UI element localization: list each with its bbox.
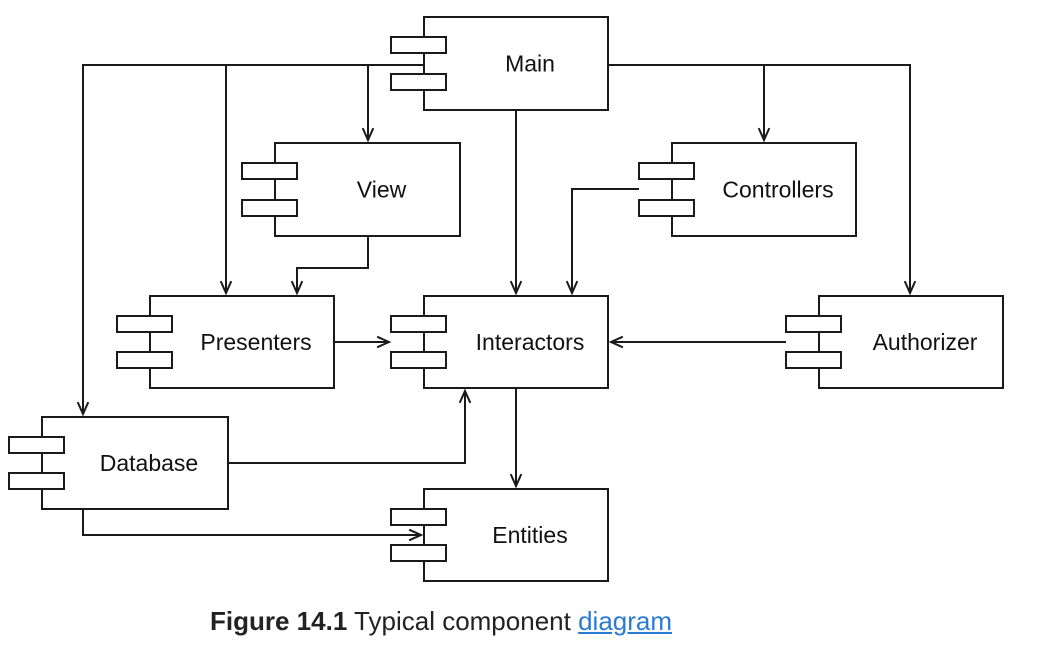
component-tab-icon bbox=[638, 199, 695, 217]
component-label: Database bbox=[100, 450, 198, 476]
figure-caption: Figure 14.1 Typical component diagram bbox=[210, 606, 672, 637]
arrow-main-to-controllers bbox=[608, 64, 771, 143]
component-view: View bbox=[241, 142, 461, 237]
component-tab-icon bbox=[390, 544, 447, 562]
arrowhead-icon bbox=[408, 528, 424, 542]
component-tab-icon bbox=[390, 351, 447, 369]
arrowhead-icon bbox=[757, 127, 771, 143]
arrow-authorizer-to-interactors bbox=[608, 335, 786, 349]
component-box bbox=[423, 488, 609, 582]
component-tab-icon bbox=[241, 162, 298, 180]
arrowhead-icon bbox=[376, 335, 392, 349]
arrow-database-to-interactors bbox=[228, 388, 472, 464]
component-box bbox=[423, 295, 609, 389]
component-box bbox=[423, 16, 609, 111]
arrowhead-icon bbox=[608, 335, 624, 349]
component-authorizer: Authorizer bbox=[785, 295, 1004, 389]
component-tab-icon bbox=[638, 162, 695, 180]
component-box bbox=[274, 142, 461, 237]
caption-text: Typical component bbox=[354, 606, 571, 636]
component-box bbox=[149, 295, 335, 389]
component-box bbox=[818, 295, 1004, 389]
component-tab-icon bbox=[241, 199, 298, 217]
component-label: Authorizer bbox=[873, 329, 978, 355]
component-tab-icon bbox=[390, 508, 447, 526]
component-tab-icon bbox=[8, 472, 65, 490]
arrow-main-to-interactors bbox=[509, 110, 523, 296]
component-tab-icon bbox=[8, 436, 65, 454]
component-label: Controllers bbox=[722, 177, 833, 203]
component-label: Main bbox=[505, 51, 555, 77]
component-database: Database bbox=[8, 416, 229, 510]
arrowhead-icon bbox=[903, 280, 917, 296]
component-label: View bbox=[357, 177, 407, 203]
arrowhead-icon bbox=[509, 280, 523, 296]
arrowhead-icon bbox=[509, 473, 523, 489]
component-entities: Entities bbox=[390, 488, 609, 582]
component-label: Presenters bbox=[200, 329, 311, 355]
figure-number: Figure 14.1 bbox=[210, 606, 348, 636]
arrow-main-to-authorizer bbox=[764, 64, 917, 296]
component-tab-icon bbox=[390, 73, 447, 91]
component-tab-icon bbox=[390, 36, 447, 54]
arrow-database-to-entities bbox=[82, 509, 424, 542]
arrow-main-to-database bbox=[76, 64, 226, 417]
component-main: Main bbox=[390, 16, 609, 111]
component-controllers: Controllers bbox=[638, 142, 857, 237]
arrowhead-icon bbox=[290, 280, 304, 296]
arrowhead-icon bbox=[565, 280, 579, 296]
component-box bbox=[41, 416, 229, 510]
arrow-presenters-to-interactors bbox=[334, 335, 392, 349]
component-presenters: Presenters bbox=[116, 295, 335, 389]
component-tab-icon bbox=[116, 315, 173, 333]
component-tab-icon bbox=[390, 315, 447, 333]
component-tab-icon bbox=[785, 315, 842, 333]
component-tab-icon bbox=[116, 351, 173, 369]
arrowhead-icon bbox=[458, 388, 472, 404]
arrow-controllers-to-interactors bbox=[565, 188, 639, 296]
dependency-arrows bbox=[76, 64, 917, 542]
arrowhead-icon bbox=[361, 127, 375, 143]
component-interactors: Interactors bbox=[390, 295, 609, 389]
arrowhead-icon bbox=[219, 280, 233, 296]
arrowhead-icon bbox=[76, 401, 90, 417]
arrow-view-to-presenters bbox=[290, 236, 369, 296]
component-tab-icon bbox=[785, 351, 842, 369]
component-label: Entities bbox=[492, 522, 567, 548]
caption-link[interactable]: diagram bbox=[578, 606, 673, 636]
component-box bbox=[671, 142, 857, 237]
arrow-interactors-to-entities bbox=[509, 388, 523, 489]
component-label: Interactors bbox=[476, 329, 585, 355]
